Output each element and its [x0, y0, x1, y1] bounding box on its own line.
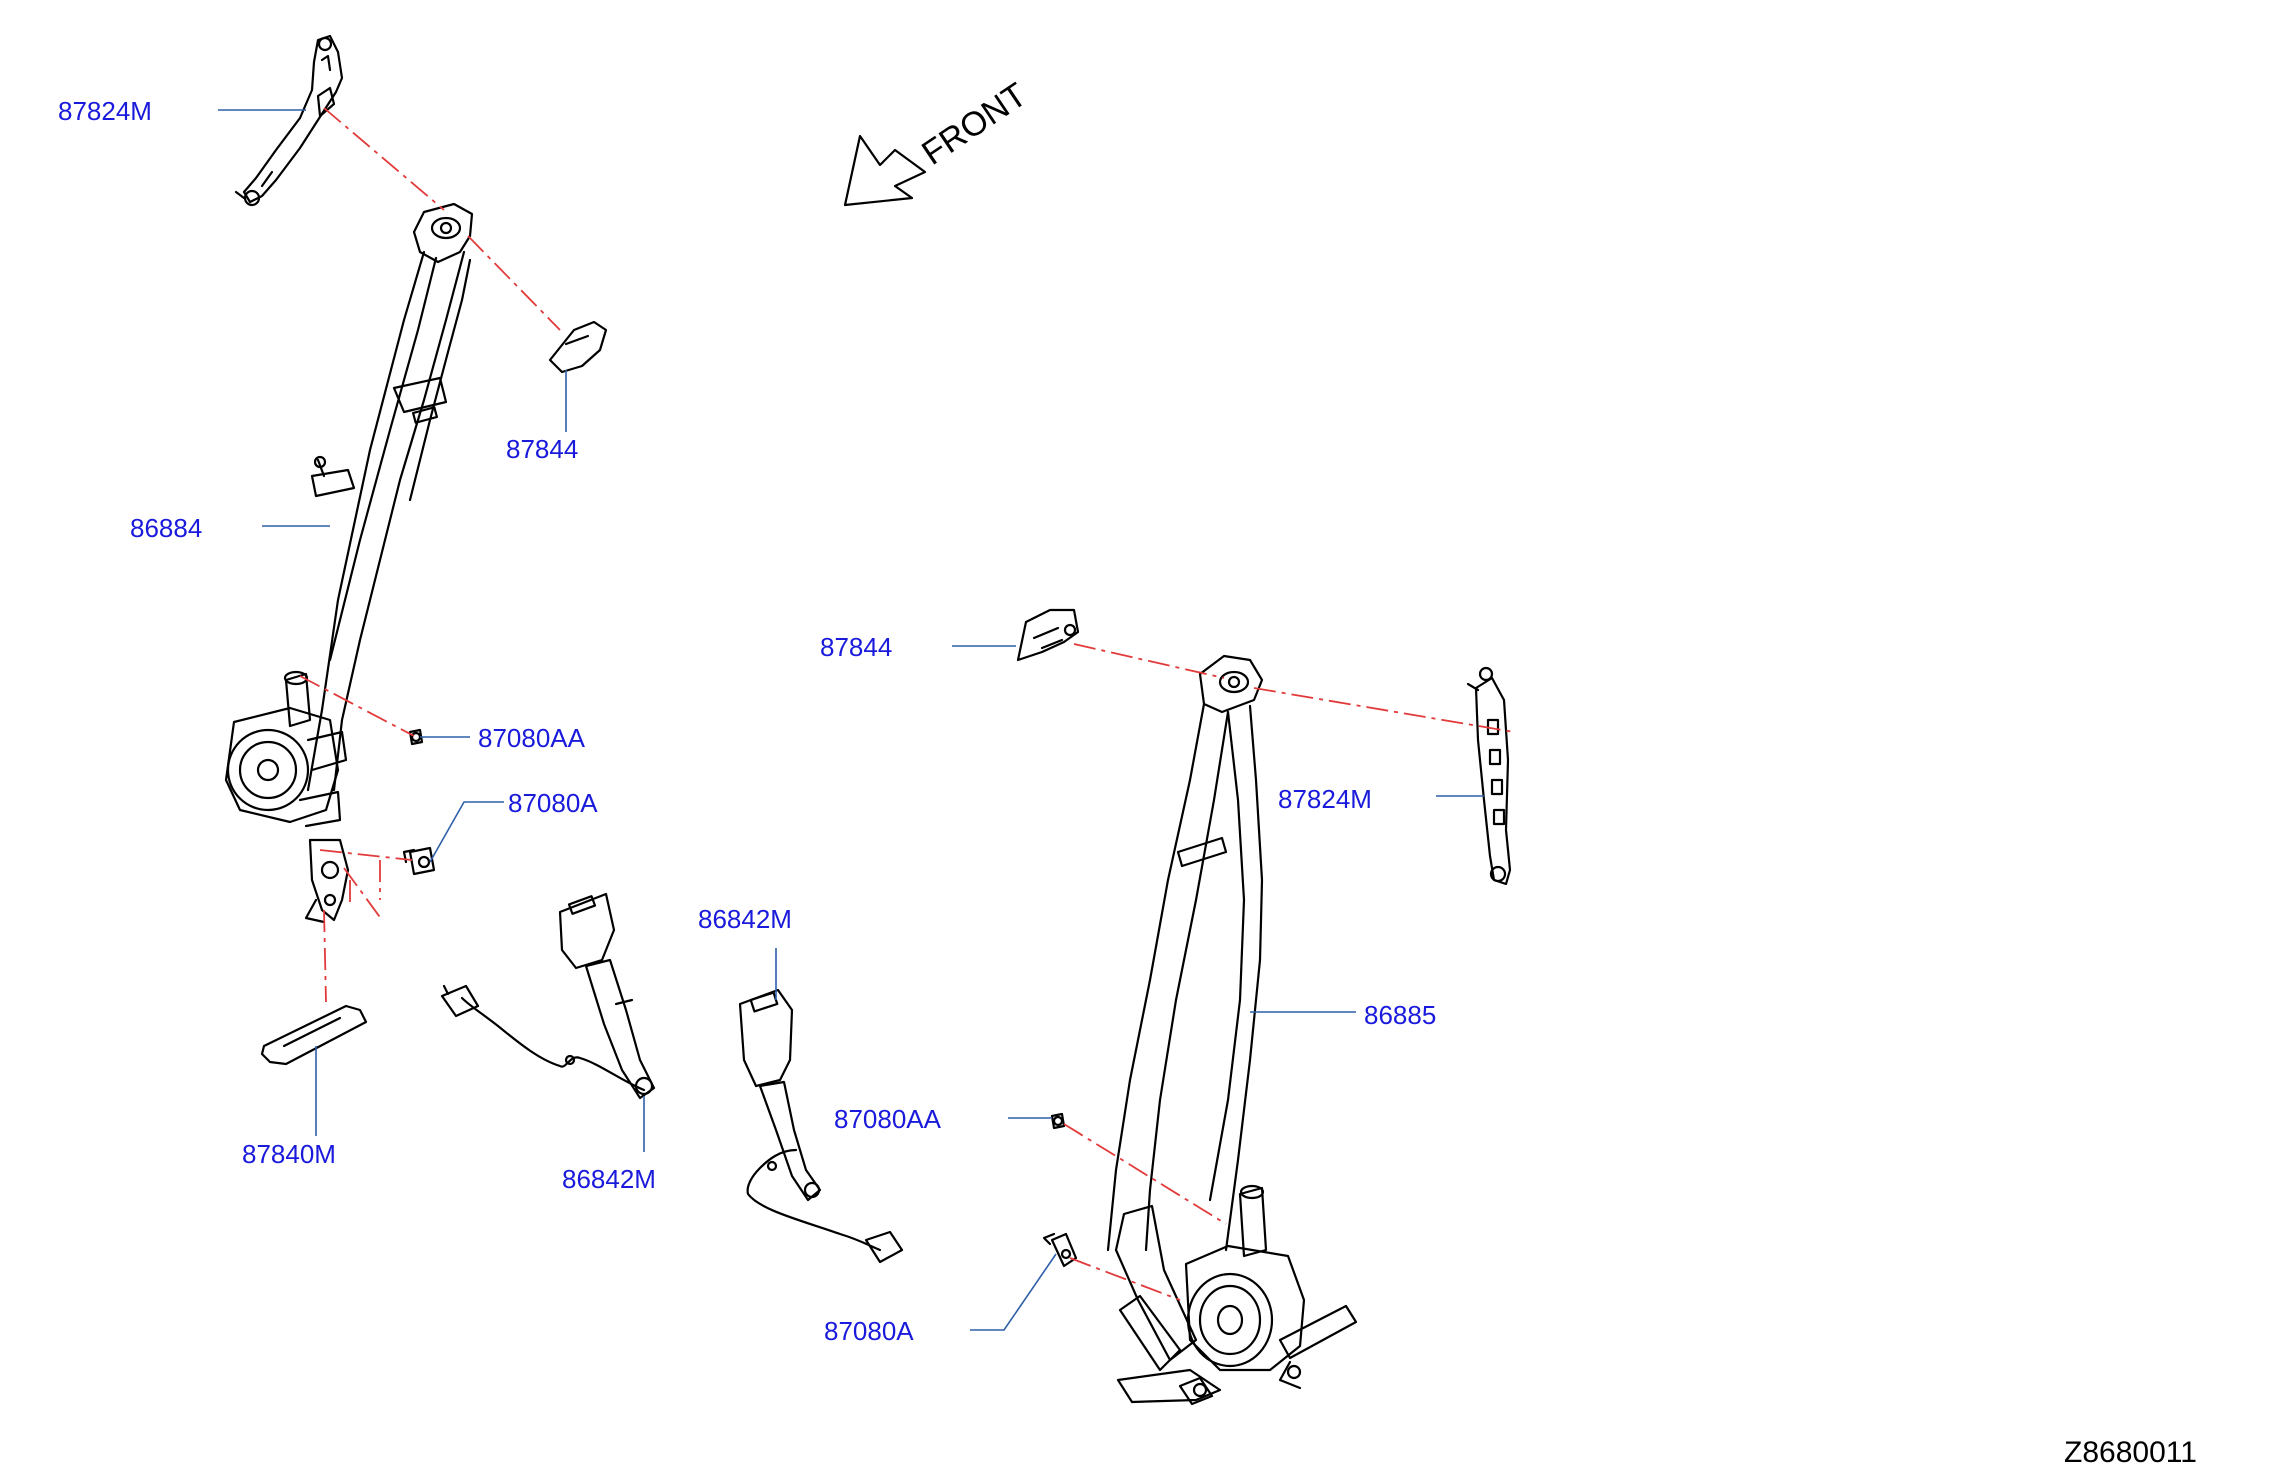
callout-87824m-left: 87824M — [58, 96, 152, 126]
centerline-anchor-vertical — [343, 867, 383, 921]
centerline-lower-bolt-right — [1069, 1257, 1181, 1301]
centerline-lower-bolt-left — [319, 849, 413, 861]
seat-belt-assembly-left — [224, 202, 474, 924]
callout-87840m: 87840M — [242, 1139, 336, 1169]
callout-87080a-right: 87080A — [824, 1316, 914, 1346]
sill-cover-87840m — [260, 1004, 368, 1066]
callout-87080aa-right: 87080AA — [834, 1104, 941, 1134]
buckle-assembly-a — [440, 892, 656, 1100]
centerline-upper-left — [323, 107, 445, 211]
seat-belt-assembly-right — [1106, 654, 1358, 1406]
centerline-sill-left — [323, 909, 327, 1003]
front-arrow-label: FRONT — [915, 76, 1033, 173]
anchor-cover-right — [1016, 608, 1080, 662]
centerline-upper-right — [1253, 687, 1515, 733]
callout-86842m-a: 86842M — [562, 1164, 656, 1194]
callout-86884: 86884 — [130, 513, 203, 543]
callout-87080a-left: 87080A — [508, 788, 598, 818]
centerline-cover-left — [467, 235, 561, 331]
callout-87080aa-left: 87080AA — [478, 723, 585, 753]
front-direction-arrow — [843, 134, 927, 207]
upper-anchor-adjuster-left — [234, 34, 344, 207]
callout-87844-left: 87844 — [506, 434, 579, 464]
upper-anchor-adjuster-right — [1466, 666, 1512, 886]
leader-87080a-left — [429, 801, 504, 863]
leader-87080a-right — [970, 1253, 1057, 1331]
callout-87844-right: 87844 — [820, 632, 893, 662]
bolt-87080a-left — [402, 846, 436, 876]
callout-86842m-b: 86842M — [698, 904, 792, 934]
buckle-assembly-b — [738, 988, 904, 1264]
bolt-87080aa-right — [1050, 1112, 1066, 1130]
centerline-retractor-right — [1063, 1123, 1227, 1225]
callout-86885: 86885 — [1364, 1000, 1437, 1030]
centerline-retractor-bolt — [299, 675, 415, 737]
callout-87824m-right: 87824M — [1278, 784, 1372, 814]
bolt-87080a-right — [1042, 1232, 1078, 1268]
figure-code: Z8680011 — [2064, 1436, 2197, 1469]
centerline-cover-right — [1073, 643, 1225, 679]
